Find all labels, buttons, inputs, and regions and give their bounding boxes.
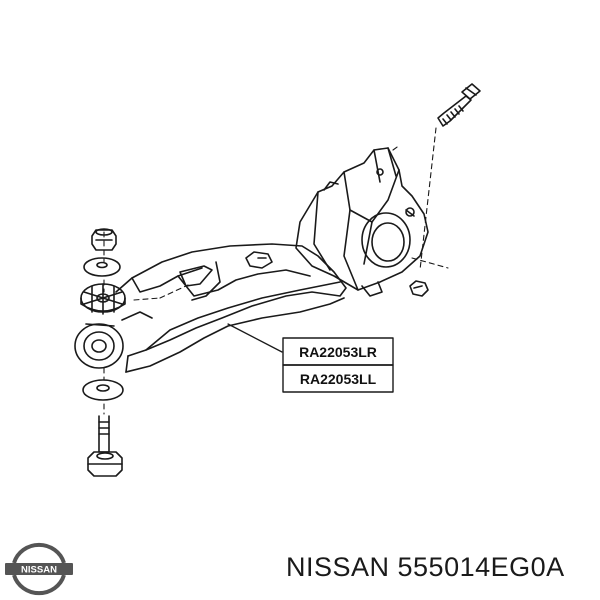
top-nut (91, 228, 117, 251)
mounting-bracket (295, 147, 429, 297)
small-nut-right (409, 280, 429, 297)
part-caption: NISSAN 555014EG0A (286, 552, 565, 582)
bottom-bolt (87, 415, 123, 477)
arm-bushing (74, 323, 124, 369)
nissan-logo-icon: NISSAN (5, 542, 73, 596)
callout-box-ll (282, 364, 394, 393)
callout-leader-line (227, 323, 283, 353)
callout-label-lr: RA22053LR (299, 344, 377, 360)
top-washer (83, 257, 121, 277)
nissan-logo-text: NISSAN (21, 565, 57, 576)
bottom-washer (82, 379, 124, 401)
callout-label-ll: RA22053LL (300, 371, 377, 387)
trailing-arm (115, 243, 347, 373)
upper-bushing-insulator (80, 283, 126, 315)
top-bolt (437, 83, 481, 127)
